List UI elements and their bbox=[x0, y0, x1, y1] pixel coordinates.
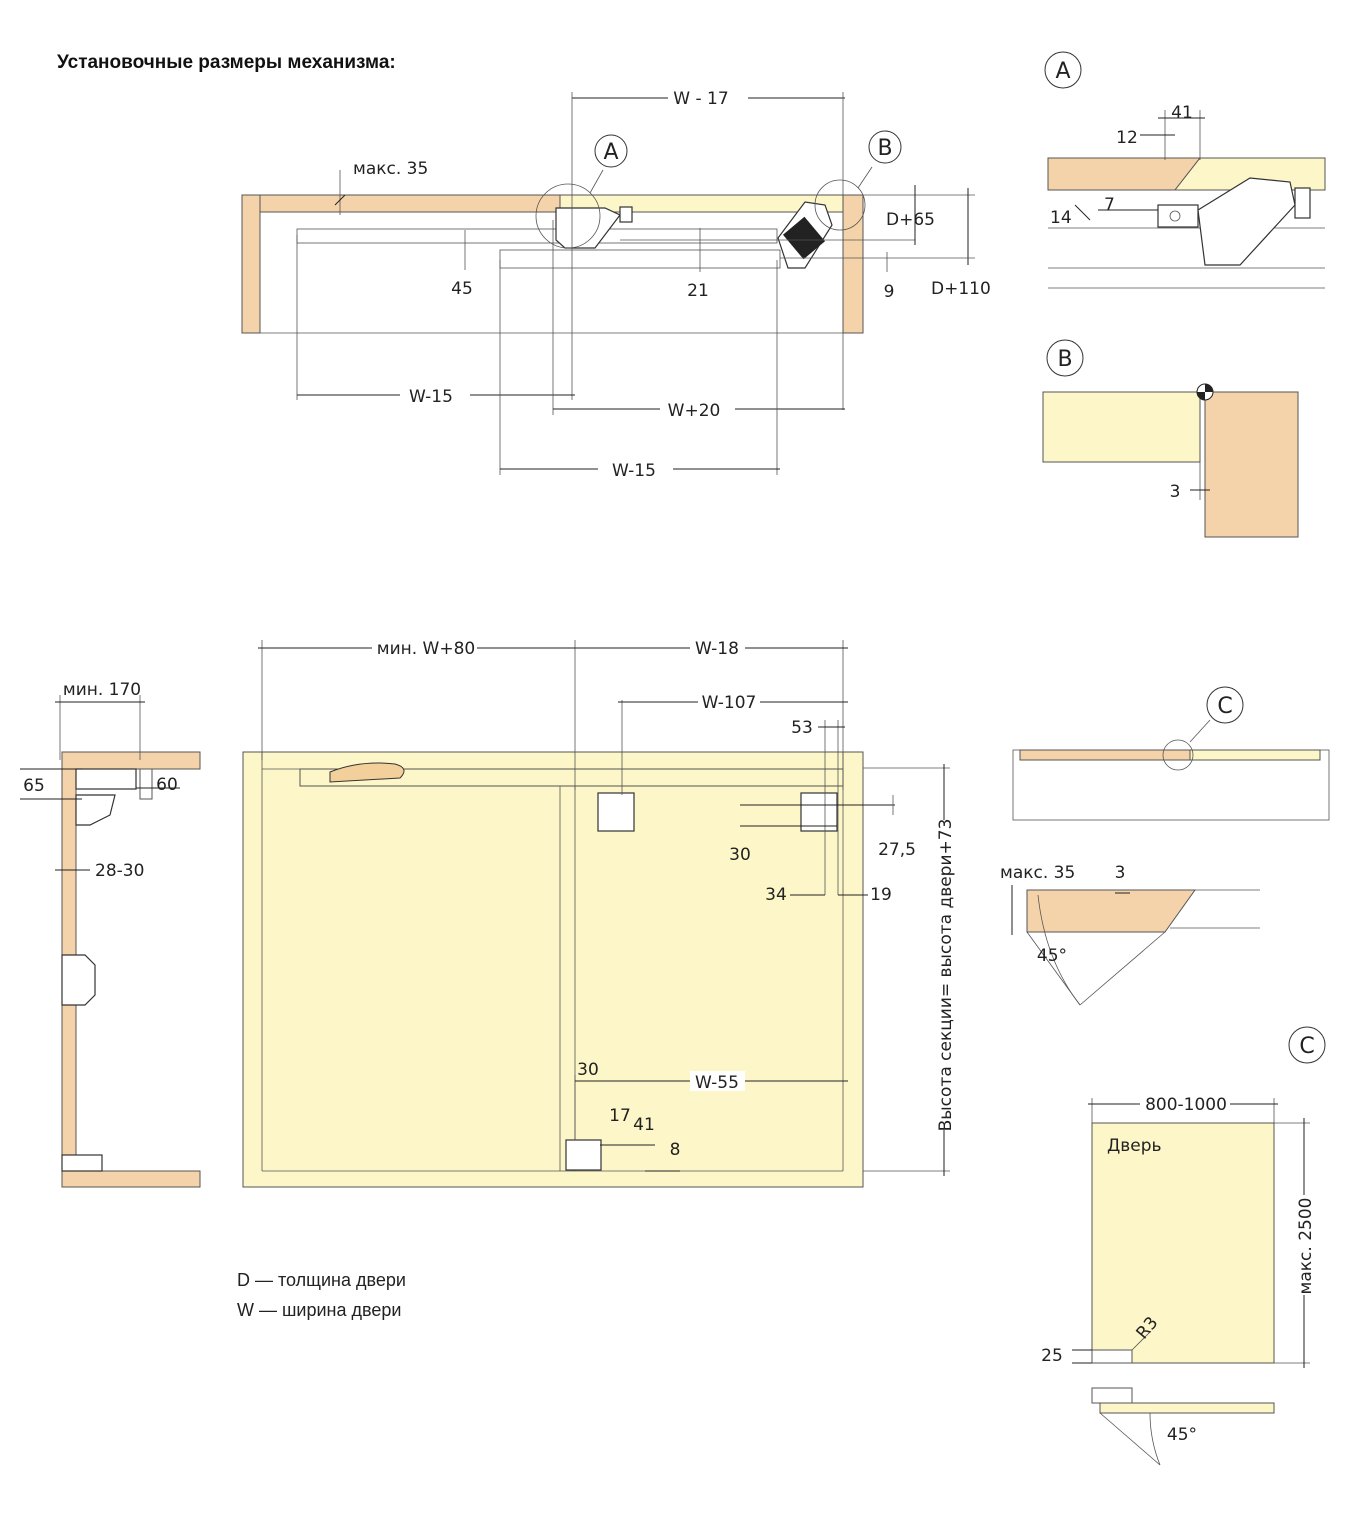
dim-53: 53 bbox=[791, 718, 813, 738]
detail-a: A 41 12 14 7 bbox=[1044, 51, 1326, 289]
mechanism-left bbox=[555, 207, 621, 249]
detail-c-door-label: Дверь bbox=[1107, 1136, 1162, 1156]
detail-c-max-35: макс. 35 bbox=[1000, 863, 1075, 883]
right-side-panel bbox=[842, 194, 864, 334]
detail-c-45-bottom: 45° bbox=[1167, 1425, 1197, 1445]
dim-34: 34 bbox=[765, 885, 787, 905]
detail-c-top-panel bbox=[1019, 749, 1191, 761]
dim-65: 65 bbox=[23, 776, 45, 796]
dim-21: 21 bbox=[687, 281, 709, 301]
dim-b-3: 3 bbox=[1170, 482, 1181, 502]
dim-a-12: 12 bbox=[1116, 128, 1138, 148]
left-side-panel bbox=[241, 194, 261, 334]
detail-a-panel bbox=[1047, 157, 1202, 191]
dim-60: 60 bbox=[156, 775, 178, 795]
front-carriage-left bbox=[597, 792, 635, 832]
dim-30-a: 30 bbox=[729, 845, 751, 865]
detail-c-3: 3 bbox=[1115, 863, 1126, 883]
dim-45: 45 bbox=[451, 279, 473, 299]
dim-a-41: 41 bbox=[1171, 103, 1193, 123]
front-cabinet bbox=[242, 751, 864, 1188]
front-damper bbox=[329, 762, 405, 783]
detail-c-top-label: C bbox=[1217, 694, 1232, 719]
dim-41: 41 bbox=[633, 1115, 655, 1135]
dim-a-14: 14 bbox=[1050, 208, 1072, 228]
detail-c-top: C макс. 35 3 45° bbox=[1000, 686, 1330, 1006]
detail-a-mechanism bbox=[1197, 177, 1296, 266]
dim-19: 19 bbox=[870, 885, 892, 905]
dim-28-30: 28-30 bbox=[95, 861, 144, 881]
dim-min-170: мин. 170 bbox=[63, 680, 141, 700]
detail-b: B 3 bbox=[1042, 339, 1299, 538]
side-view: мин. 170 65 60 28-30 bbox=[20, 680, 201, 1188]
dim-30-b: 30 bbox=[577, 1060, 599, 1080]
dim-min-w-80: мин. W+80 bbox=[377, 639, 475, 659]
side-bottom-panel bbox=[61, 1170, 201, 1188]
page-title: Установочные размеры механизма: bbox=[57, 52, 396, 73]
detail-b-door bbox=[1042, 391, 1201, 463]
dim-max-35: макс. 35 bbox=[353, 159, 428, 179]
dim-9: 9 bbox=[884, 282, 895, 302]
detail-c-width: 800-1000 bbox=[1145, 1095, 1227, 1115]
legend-d: D — толщина двери bbox=[237, 1270, 406, 1290]
rail-upper bbox=[296, 228, 778, 244]
callout-circle-a bbox=[535, 183, 601, 249]
detail-c-door bbox=[1091, 1122, 1275, 1364]
dim-27-5: 27,5 bbox=[878, 840, 916, 860]
label-b: B bbox=[877, 136, 892, 161]
legend-w: W — ширина двери bbox=[237, 1300, 402, 1320]
top-view: A B W - 17 макс. 35 D+65 D+110 45 21 9 W… bbox=[241, 88, 991, 481]
side-top-panel bbox=[61, 751, 201, 770]
dim-w-15-a: W-15 bbox=[409, 387, 453, 407]
dim-w-18: W-18 bbox=[695, 639, 739, 659]
detail-c: C Дверь 800-1000 макс. 2500 25 R3 45° bbox=[1041, 1026, 1326, 1466]
detail-c-25: 25 bbox=[1041, 1346, 1063, 1366]
front-view: мин. W+80 W-18 W-107 53 30 27,5 34 19 Вы… bbox=[242, 637, 956, 1188]
detail-c-miter-panel bbox=[1026, 889, 1196, 933]
detail-c-label: C bbox=[1299, 1034, 1314, 1059]
dim-17: 17 bbox=[609, 1106, 631, 1126]
dim-d-110: D+110 bbox=[931, 279, 991, 299]
label-a: A bbox=[603, 140, 618, 165]
detail-c-height: макс. 2500 bbox=[1296, 1198, 1316, 1295]
front-bottom-guide bbox=[565, 1139, 602, 1171]
dim-w-55: W-55 bbox=[695, 1073, 739, 1093]
rail-lower bbox=[499, 249, 781, 269]
detail-a-label: A bbox=[1055, 59, 1070, 84]
top-panel-left bbox=[259, 194, 561, 213]
callout-circle-b bbox=[814, 179, 866, 231]
dim-section-height: Высота секции= высота двери+73 bbox=[936, 819, 956, 1132]
dim-w-107: W-107 bbox=[702, 693, 757, 713]
side-mechanism bbox=[75, 768, 137, 790]
dim-w-15-b: W-15 bbox=[612, 461, 656, 481]
detail-b-panel bbox=[1204, 391, 1299, 538]
dim-8: 8 bbox=[670, 1140, 681, 1160]
dim-w-20: W+20 bbox=[668, 401, 721, 421]
dim-w-17: W - 17 bbox=[673, 89, 728, 109]
detail-b-label: B bbox=[1057, 347, 1072, 372]
front-carriage-right bbox=[800, 792, 838, 832]
dim-a-7: 7 bbox=[1104, 195, 1115, 215]
detail-c-45: 45° bbox=[1037, 946, 1067, 966]
dim-d-65: D+65 bbox=[886, 210, 935, 230]
